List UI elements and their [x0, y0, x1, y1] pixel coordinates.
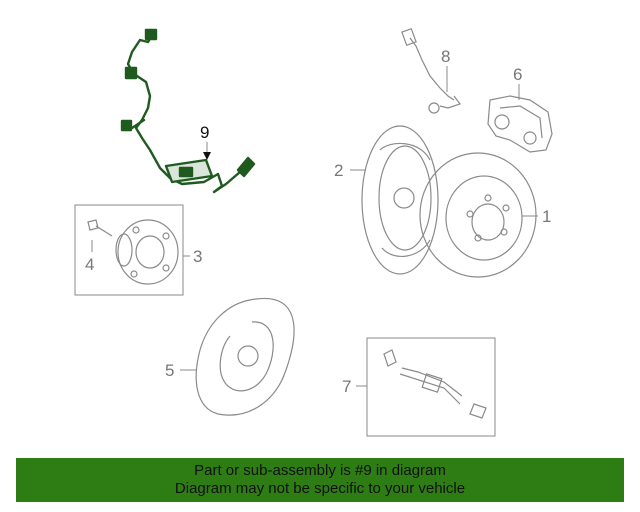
- banner-line-1: Part or sub-assembly is #9 in diagram: [194, 462, 446, 479]
- brake-rotor[interactable]: [419, 152, 537, 278]
- brake-hose[interactable]: [401, 27, 461, 114]
- callout-2: 2: [334, 161, 343, 180]
- callout-9-arrow: [203, 152, 211, 160]
- wheel-hub[interactable]: [115, 219, 179, 285]
- callout-8: 8: [441, 47, 450, 66]
- hub-group-box: [74, 204, 184, 296]
- kit-group-box: [366, 337, 496, 437]
- callout-6: 6: [513, 65, 522, 84]
- hub-bolt[interactable]: [87, 219, 113, 237]
- banner-line-2: Diagram may not be specific to your vehi…: [174, 480, 466, 497]
- abs-sensor-harness[interactable]: [120, 28, 256, 194]
- callout-4: 4: [85, 255, 94, 274]
- part-info-banner: Part or sub-assembly is #9 in diagram Di…: [16, 458, 624, 502]
- parking-brake-assembly[interactable]: [361, 125, 439, 275]
- callout-5: 5: [165, 361, 174, 380]
- callout-1: 1: [542, 207, 551, 226]
- dust-shield[interactable]: [195, 297, 295, 416]
- brake-caliper[interactable]: [487, 95, 553, 153]
- callout-7: 7: [342, 377, 351, 396]
- brake-shoe-kit[interactable]: [383, 349, 487, 419]
- parts-diagram: 9 8 6 2 1: [74, 27, 553, 437]
- callout-9: 9: [200, 123, 209, 142]
- callout-3: 3: [193, 247, 202, 266]
